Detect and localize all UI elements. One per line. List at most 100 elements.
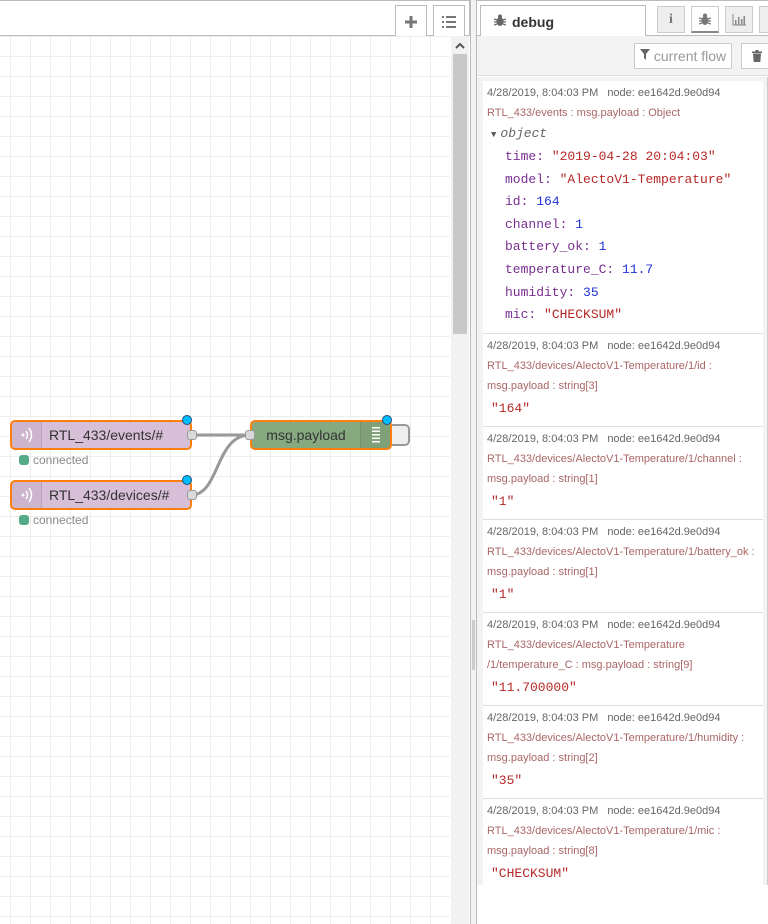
object-field: id: 164	[487, 191, 759, 214]
message-topic: RTL_433/devices/AlectoV1-Temperature/1/b…	[487, 545, 755, 578]
node-status: connected	[19, 453, 88, 467]
output-port[interactable]	[187, 430, 197, 440]
field-key: humidity	[505, 284, 568, 300]
list-icon	[442, 15, 456, 28]
vertical-scrollbar[interactable]	[451, 36, 469, 924]
field-value: 35	[583, 284, 599, 300]
field-key: id	[505, 194, 521, 210]
message-node-link[interactable]: node: ee1642d.9e0d94	[607, 432, 721, 445]
field-value: 1	[575, 216, 584, 232]
trash-icon	[752, 50, 762, 62]
wifi-icon	[12, 482, 42, 508]
object-field: temperature_C: 11.7	[487, 259, 759, 282]
field-separator: :	[536, 149, 552, 164]
info-tab-button[interactable]: i	[657, 6, 685, 33]
object-field: channel: 1	[487, 214, 759, 237]
tab-debug[interactable]: debug	[480, 5, 646, 38]
tab-label: debug	[512, 13, 554, 30]
field-key: time	[505, 149, 537, 164]
node-label: RTL_433/events/#	[49, 427, 164, 443]
object-toggle[interactable]: ▼object	[487, 123, 759, 146]
message-node-link[interactable]: node: ee1642d.9e0d94	[607, 618, 721, 631]
list-lines-icon	[360, 422, 390, 448]
message-meta: 4/28/2019, 8:04:03 PM node: ee1642d.9e0d9…	[487, 801, 759, 821]
message-topic: RTL_433/devices/AlectoV1-Temperature/1/m…	[487, 824, 721, 857]
field-separator: :	[559, 216, 576, 232]
message-timestamp: 4/28/2019, 8:04:03 PM	[487, 87, 599, 99]
debug-message: 4/28/2019, 8:04:03 PM node: ee1642d.9e0d9…	[483, 426, 763, 520]
debug-message: 4/28/2019, 8:04:03 PM node: ee1642d.9e0d9…	[483, 333, 763, 427]
info-icon: i	[669, 11, 673, 27]
message-meta: 4/28/2019, 8:04:03 PM node: ee1642d.9e0d9…	[487, 336, 759, 356]
message-timestamp: 4/28/2019, 8:04:03 PM	[487, 432, 599, 445]
add-flow-button[interactable]	[395, 5, 427, 37]
filter-button[interactable]: current flow	[634, 43, 732, 69]
input-port[interactable]	[245, 430, 255, 440]
message-timestamp: 4/28/2019, 8:04:03 PM	[487, 804, 599, 817]
field-separator: :	[583, 239, 599, 255]
debug-message-list[interactable]: 4/28/2019, 8:04:03 PM node: ee1642d.9e0d9…	[477, 77, 768, 924]
message-topic: RTL_433/devices/AlectoV1-Temperature/1/c…	[487, 452, 742, 485]
debug-toolbar: current flow	[477, 36, 768, 76]
message-node-link[interactable]: node: ee1642d.9e0d94	[607, 711, 721, 724]
status-dot-icon	[19, 455, 29, 465]
list-flows-button[interactable]	[433, 5, 465, 37]
message-node-link[interactable]: node: ee1642d.9e0d94	[607, 804, 721, 817]
chevron-up-icon[interactable]	[451, 36, 469, 54]
drag-handle[interactable]	[472, 620, 475, 670]
debug-tab-button[interactable]	[691, 6, 719, 33]
status-dot-icon	[19, 515, 29, 525]
field-separator: :	[520, 194, 537, 210]
field-key: model	[505, 171, 545, 187]
message-value: "CHECKSUM"	[491, 865, 570, 881]
changed-indicator	[182, 415, 192, 425]
field-value: "AlectoV1-Temperature"	[559, 171, 732, 187]
message-value: "1"	[491, 493, 515, 509]
changed-indicator	[182, 475, 192, 485]
message-topic: RTL_433/devices/AlectoV1-Temperature/1/h…	[487, 731, 745, 764]
message-value: "1"	[491, 586, 515, 602]
bug-icon	[699, 13, 711, 25]
status-text: connected	[33, 513, 89, 527]
debug-message: 4/28/2019, 8:04:03 PM node: ee1642d.9e0d9…	[483, 798, 763, 892]
object-field: model: "AlectoV1-Temperature"	[487, 169, 759, 192]
message-value: "164"	[491, 400, 531, 416]
filter-label: current flow	[653, 48, 727, 64]
field-separator: :	[528, 307, 545, 323]
flow-canvas[interactable]: RTL_433/events/# connected RTL_433/devic…	[0, 36, 450, 924]
field-key: mic	[505, 307, 529, 323]
output-port[interactable]	[187, 490, 197, 500]
filter-icon	[639, 49, 650, 63]
object-field: mic: "CHECKSUM"	[487, 304, 759, 327]
message-node-link[interactable]: node: ee1642d.9e0d94	[607, 87, 721, 99]
status-text: connected	[33, 453, 89, 467]
field-value: 11.7	[622, 261, 654, 277]
debug-toggle-button[interactable]	[392, 424, 410, 446]
chart-icon	[732, 13, 746, 25]
object-field: time: "2019-04-28 20:04:03"	[487, 146, 759, 169]
message-node-link[interactable]: node: ee1642d.9e0d94	[607, 339, 721, 352]
object-field: humidity: 35	[487, 282, 759, 305]
object-field: battery_ok: 1	[487, 236, 759, 259]
message-value: "35"	[491, 772, 523, 788]
message-list-empty-area	[477, 885, 768, 924]
object-fields: time: "2019-04-28 20:04:03"model: "Alect…	[487, 146, 759, 327]
message-node-link[interactable]: node: ee1642d.9e0d94	[607, 525, 721, 538]
scrollbar-thumb[interactable]	[453, 54, 467, 334]
dashboard-tab-button[interactable]	[725, 6, 753, 33]
more-tabs-button[interactable]	[759, 6, 768, 33]
clear-messages-button[interactable]	[741, 43, 768, 69]
wire-devices-to-debug[interactable]	[190, 433, 251, 497]
sidebar-resize-handle[interactable]	[470, 0, 477, 924]
message-timestamp: 4/28/2019, 8:04:03 PM	[487, 339, 599, 352]
field-key: channel	[505, 216, 560, 232]
mqtt-in-node-events[interactable]: RTL_433/events/#	[10, 415, 197, 450]
debug-node[interactable]: msg.payload	[245, 415, 410, 450]
node-label: msg.payload	[266, 427, 346, 443]
mqtt-in-node-devices[interactable]: RTL_433/devices/#	[10, 475, 197, 510]
message-topic: RTL_433/devices/AlectoV1-Temperature /1/…	[487, 638, 693, 671]
